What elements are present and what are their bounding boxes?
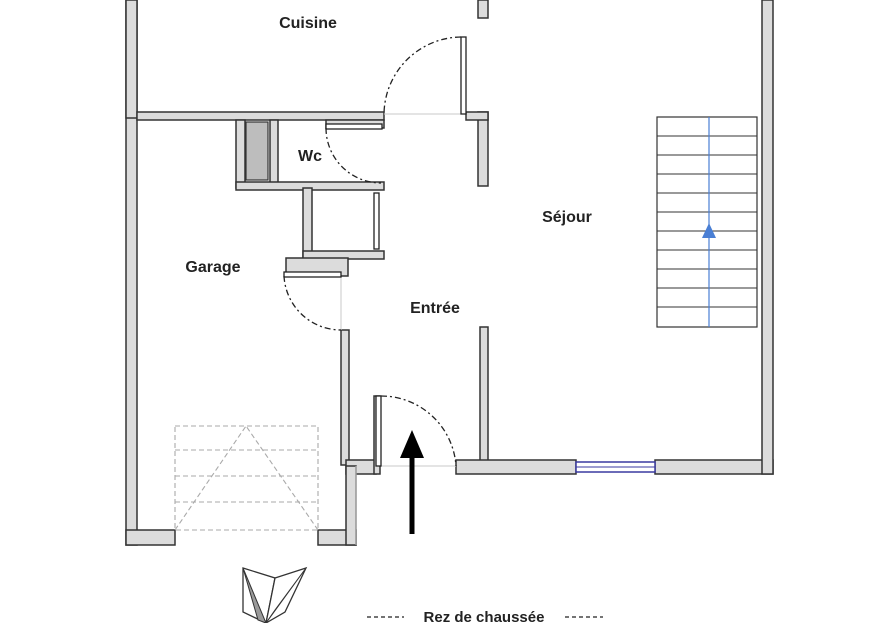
wall-kitchen-left — [125, 0, 138, 119]
wall-kitchen-right — [477, 0, 489, 19]
room-label-wc: Wc — [298, 148, 322, 165]
wall-wc-inner — [269, 119, 279, 189]
walls — [125, 0, 774, 546]
door-swing-garage — [283, 275, 342, 331]
arrow-up-icon — [400, 430, 424, 534]
wc-shaft — [245, 121, 269, 181]
wall-partition — [479, 326, 489, 468]
door-swing-entry — [380, 395, 457, 467]
wall-kitchen-right-lower — [477, 111, 489, 187]
wall-sejour-bottom-left — [455, 459, 577, 475]
staircase — [656, 116, 758, 328]
opening-lines — [340, 113, 466, 545]
door-swing-kitchen — [383, 36, 462, 115]
wall-kitchen-right-stub — [465, 111, 489, 121]
garage-up-and-over-door — [174, 425, 319, 531]
room-label-cuisine: Cuisine — [279, 15, 337, 32]
wall-right — [761, 0, 774, 475]
room-label-entree: Entrée — [410, 300, 460, 317]
room-label-sejour: Séjour — [542, 209, 592, 226]
room-label-garage: Garage — [185, 259, 240, 276]
door-leaf-wc — [325, 123, 383, 130]
door-swing-wc — [325, 127, 382, 184]
wall-wc-left — [235, 119, 246, 189]
wall-kitchen-bottom — [136, 111, 385, 121]
door-leaf-garage — [283, 271, 342, 278]
doors — [283, 36, 467, 467]
wall-closet-left — [302, 187, 313, 259]
window — [575, 461, 656, 473]
door-leaf-closet — [373, 192, 380, 250]
caption-text: Rez de chaussée — [424, 609, 545, 623]
door-leaf-kitchen — [460, 36, 467, 115]
wall-garage-bottom-left — [125, 529, 176, 546]
plan-caption: Rez de chaussée — [367, 609, 603, 623]
door-leaf-entry — [375, 395, 382, 467]
stair-arrow-icon — [702, 223, 716, 238]
wall-entree-lower — [345, 465, 357, 546]
wall-sejour-bottom-right — [654, 459, 774, 475]
wall-entree-left — [340, 329, 350, 466]
north-compass-icon — [242, 566, 308, 623]
